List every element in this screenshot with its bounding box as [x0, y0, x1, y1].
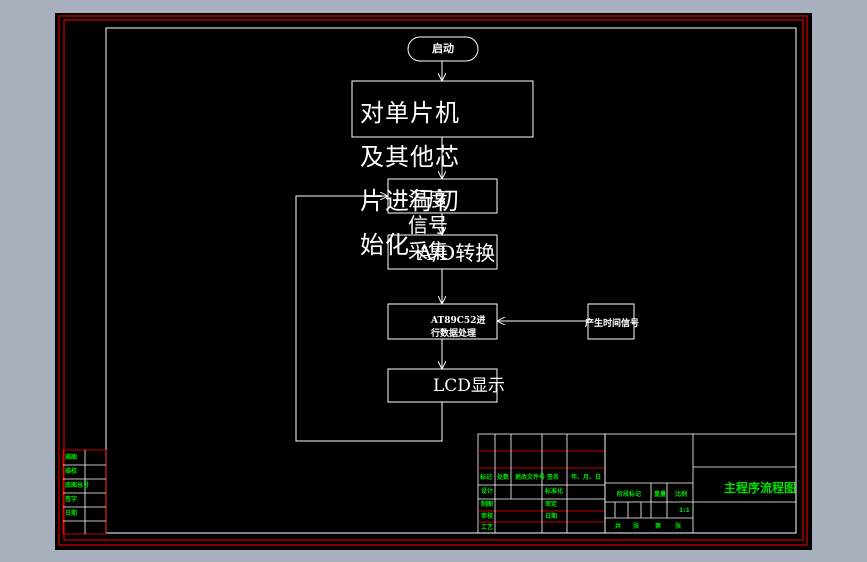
sign-col-approve: 审定 — [545, 501, 558, 508]
side-label-sign: 签字 — [65, 496, 78, 503]
side-label-trace: 描图 — [65, 454, 78, 461]
sign-row-check: 审核 — [481, 513, 494, 520]
stage-label-weight: 重量 — [654, 491, 667, 498]
header-cell-sign: 签名 — [547, 474, 560, 481]
drawing-canvas — [58, 15, 808, 546]
sign-row-draw: 制图 — [481, 501, 494, 508]
stage-label-scale: 比例 — [675, 491, 688, 498]
sheet-label-no: 第 — [655, 523, 662, 530]
title-block-lines — [477, 433, 797, 534]
sign-col-standard: 标准化 — [545, 488, 564, 495]
start-label: 启动 — [432, 42, 454, 55]
flowchart — [295, 36, 635, 442]
process-label: AT89C52进行数据处理 — [431, 316, 486, 339]
header-cell-count: 处数 — [497, 474, 510, 481]
sign-row-design: 设计 — [481, 488, 494, 495]
sheet-label-total: 共 — [615, 523, 622, 530]
header-cell-mark: 标记 — [480, 474, 493, 481]
drawing-title: 主程序流程图 — [724, 481, 797, 495]
side-label-base-no: 底图总号 — [65, 482, 90, 489]
init-label: 对单片机及其他芯片进行初始化 — [360, 99, 460, 259]
sheet-label-sheets-1: 张 — [633, 523, 640, 530]
scale-value: 1:1 — [679, 507, 690, 514]
side-binding-table — [62, 449, 107, 535]
sign-row-process: 工艺 — [481, 524, 494, 531]
timer-label: 产生时间信号 — [585, 319, 640, 329]
header-cell-doc: 更改文件号 — [515, 474, 546, 481]
stage-label-mark: 阶段标记 — [617, 491, 642, 498]
inner-red-frame — [63, 19, 804, 541]
drawing-border — [105, 27, 797, 534]
loop-back-line — [295, 196, 443, 442]
header-cell-date: 年、月、日 — [571, 474, 602, 481]
cad-viewport[interactable]: 启动 对单片机及其他芯片进行初始化 温度信号采集 A/D转换 AT89C52进行… — [55, 13, 812, 550]
outer-red-frame — [58, 15, 808, 546]
start-terminal-shape — [407, 36, 479, 62]
ad-convert-label: A/D转换 — [418, 241, 496, 265]
temp-signal-label: 温度信号采集 — [408, 187, 448, 263]
sign-col-date: 日期 — [545, 513, 558, 520]
sheet-label-sheets-2: 张 — [675, 523, 682, 530]
side-label-date: 日期 — [65, 510, 78, 517]
side-label-trace-check: 描校 — [65, 468, 78, 475]
lcd-label: LCD显示 — [433, 376, 505, 396]
